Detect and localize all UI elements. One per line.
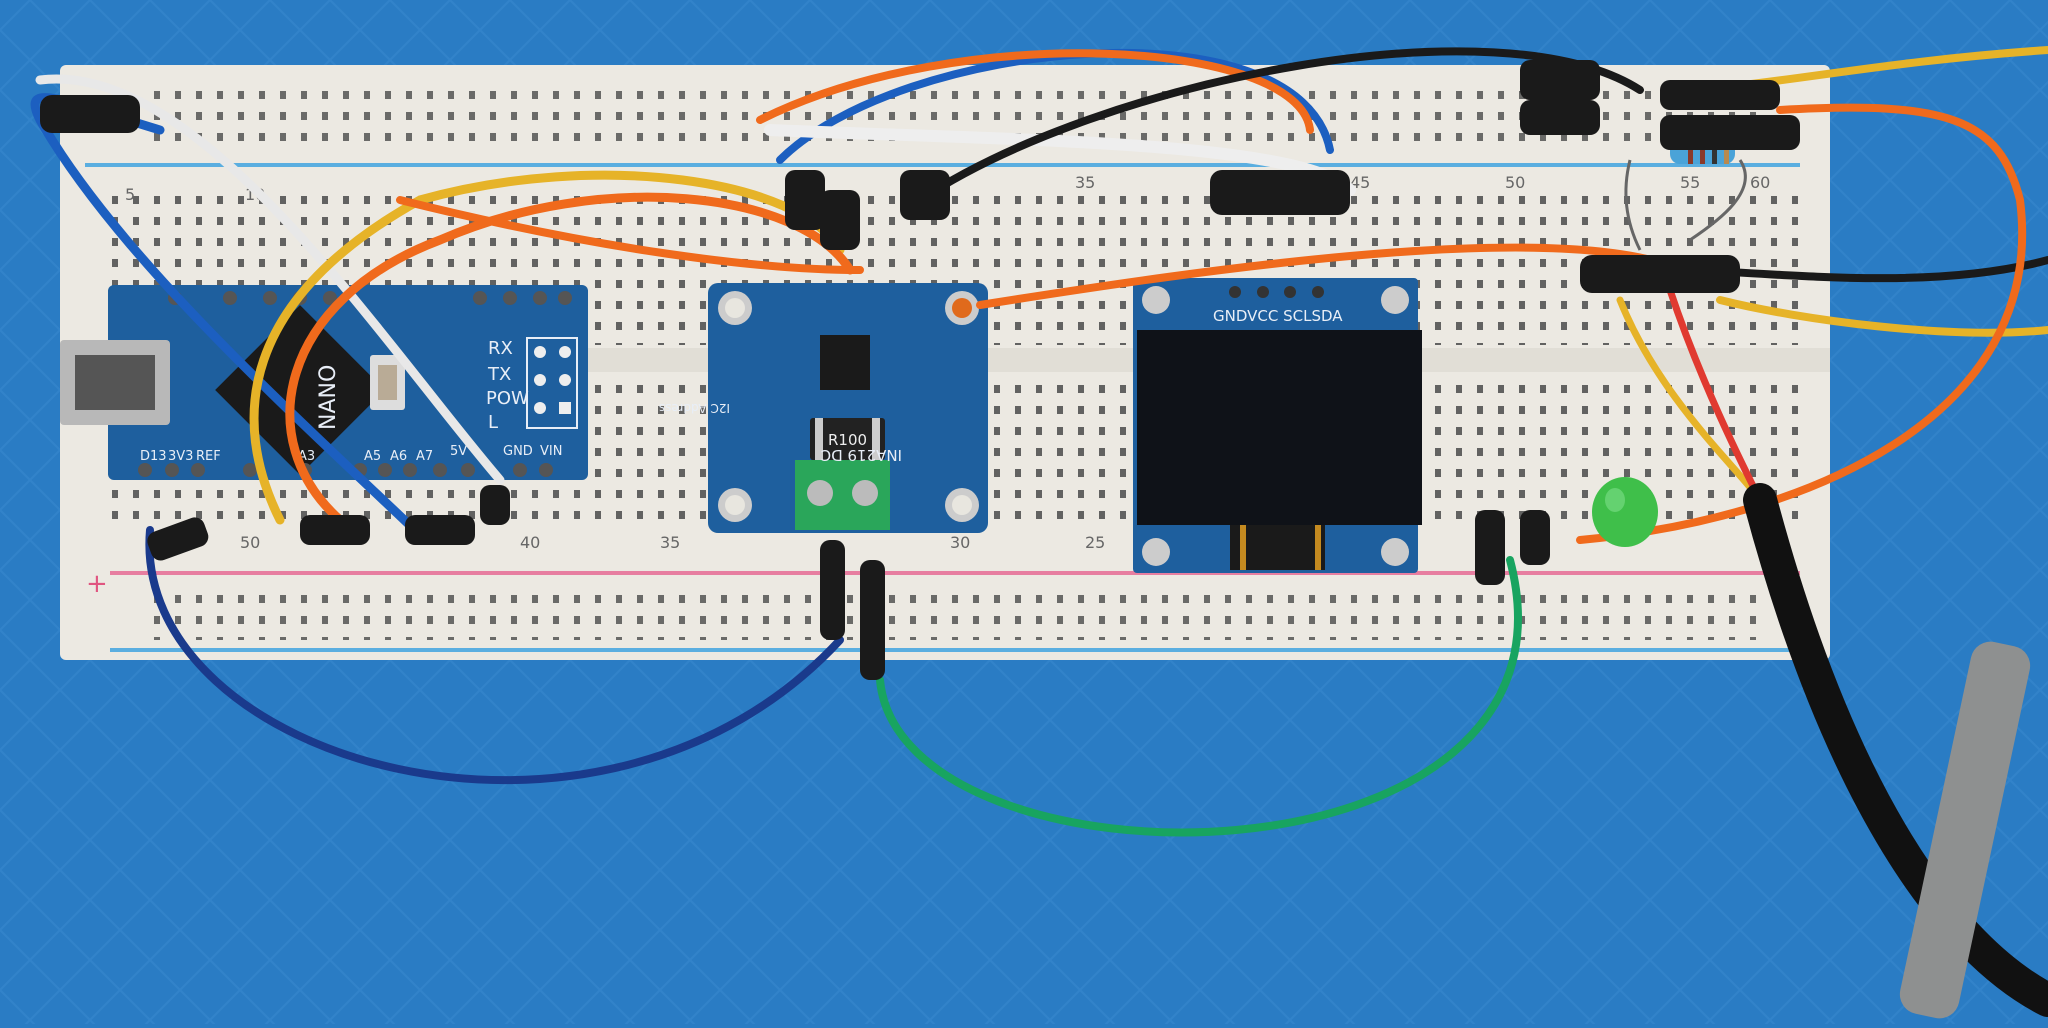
- nano-label: NANO: [316, 365, 341, 430]
- svg-text:55: 55: [1680, 173, 1700, 192]
- svg-text:R100: R100: [828, 431, 867, 449]
- svg-text:60: 60: [1750, 173, 1770, 192]
- svg-text:A5: A5: [364, 449, 381, 464]
- svg-text:D13: D13: [140, 449, 167, 464]
- rail-plus-label: +: [86, 569, 108, 599]
- svg-text:L: L: [488, 412, 498, 433]
- svg-text:VIN: VIN: [540, 444, 562, 459]
- svg-text:40: 40: [520, 533, 540, 552]
- svg-text:25: 25: [1085, 533, 1105, 552]
- svg-text:3V3: 3V3: [168, 449, 193, 464]
- svg-text:POW: POW: [486, 388, 529, 409]
- shunt-resistor: [810, 418, 885, 460]
- svg-text:RX: RX: [488, 338, 513, 359]
- oled-pin-labels: GNDVCC SCLSDA: [1213, 307, 1343, 325]
- green-led: [1592, 477, 1658, 547]
- svg-text:50: 50: [240, 533, 260, 552]
- ina219-chip: [820, 335, 870, 390]
- svg-text:5V: 5V: [450, 444, 467, 459]
- svg-text:REF: REF: [196, 449, 221, 464]
- svg-text:TX: TX: [487, 364, 511, 385]
- temperature-probe: [1899, 641, 2031, 1019]
- svg-text:35: 35: [1075, 173, 1095, 192]
- svg-text:50: 50: [1505, 173, 1525, 192]
- oled-screen: [1137, 330, 1422, 525]
- icsp-header: [526, 337, 578, 429]
- svg-text:30: 30: [950, 533, 970, 552]
- oled-display: GNDVCC SCLSDA: [1133, 278, 1422, 573]
- svg-text:GND: GND: [503, 444, 533, 459]
- jumper-connectors: [40, 60, 1800, 680]
- jumper-wires: [30, 46, 2048, 1017]
- svg-text:A7: A7: [416, 449, 433, 464]
- ina219-current-sensor: R100 INA219 DC I2C Address: [659, 283, 988, 533]
- bottom-column-numbers: 50 40 35 30 25: [240, 533, 1105, 552]
- svg-text:INA219 DC: INA219 DC: [821, 446, 902, 464]
- bottom-pin-labels: D13 3V3 REF A3 A5 A6 A7 5V GND VIN: [140, 444, 562, 464]
- svg-text:A6: A6: [390, 449, 407, 464]
- svg-text:35: 35: [660, 533, 680, 552]
- svg-text:I2C Address: I2C Address: [659, 401, 730, 415]
- svg-text:5: 5: [125, 185, 135, 204]
